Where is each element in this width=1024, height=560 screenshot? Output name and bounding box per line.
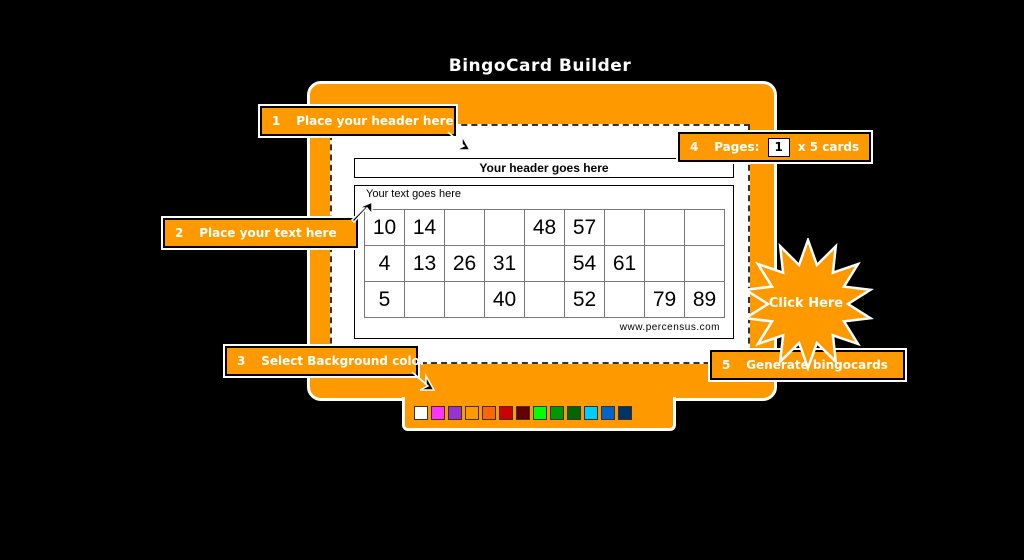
- color-swatch[interactable]: [465, 405, 479, 420]
- step-background-label: 3 Select Background color: [225, 346, 426, 376]
- card-header-field[interactable]: Your header goes here: [354, 158, 734, 178]
- color-swatch[interactable]: [567, 405, 581, 420]
- step-number: 2: [175, 226, 184, 240]
- grid-cell: [604, 281, 645, 318]
- grid-cell: 26: [444, 245, 485, 282]
- grid-cell: 79: [644, 281, 685, 318]
- color-swatch[interactable]: [601, 405, 615, 420]
- grid-cell: 57: [564, 209, 605, 246]
- grid-cell: [644, 209, 685, 246]
- step-text: Place your text here: [199, 226, 337, 240]
- grid-cell: 40: [484, 281, 525, 318]
- grid-cell: 48: [524, 209, 565, 246]
- color-swatch[interactable]: [482, 405, 496, 420]
- color-swatch[interactable]: [414, 405, 428, 420]
- color-swatch[interactable]: [431, 405, 445, 420]
- arrow-down-right-icon: [411, 371, 436, 391]
- color-swatch[interactable]: [618, 405, 632, 420]
- grid-cell: [444, 281, 485, 318]
- grid-cell: [684, 209, 725, 246]
- step-number: 5: [722, 358, 731, 372]
- pages-suffix: x 5 cards: [797, 140, 860, 154]
- grid-cell: [604, 209, 645, 246]
- step-number: 1: [272, 114, 281, 128]
- grid-cell: 13: [404, 245, 445, 282]
- grid-cell: [684, 245, 725, 282]
- grid-cell: 14: [404, 209, 445, 246]
- color-swatch[interactable]: [448, 405, 462, 420]
- grid-cell: [644, 245, 685, 282]
- step-text-label: 2 Place your text here: [163, 218, 358, 248]
- grid-cell: [484, 209, 525, 246]
- grid-cell: 4: [364, 245, 405, 282]
- step-text: Place your header here: [296, 114, 454, 128]
- card-text-field[interactable]: Your text goes here: [366, 188, 461, 200]
- step-number: 4: [690, 140, 699, 154]
- step-header-label: 1 Place your header here: [260, 106, 456, 136]
- grid-cell: 5: [364, 281, 405, 318]
- pages-prefix: Pages:: [714, 140, 760, 154]
- grid-cell: [524, 245, 565, 282]
- website-label: www.percensus.com: [619, 322, 720, 333]
- grid-cell: [444, 209, 485, 246]
- color-swatch[interactable]: [533, 405, 547, 420]
- step-pages-label: 4 Pages: 1 x 5 cards: [678, 132, 871, 162]
- background-color-palette: [402, 397, 676, 431]
- color-swatch[interactable]: [584, 405, 598, 420]
- click-here-button[interactable]: [740, 238, 876, 374]
- step-text: Select Background color: [261, 354, 426, 368]
- color-swatch[interactable]: [550, 405, 564, 420]
- color-swatch[interactable]: [499, 405, 513, 420]
- grid-cell: 31: [484, 245, 525, 282]
- grid-cell: 89: [684, 281, 725, 318]
- arrow-down-right-icon: [447, 131, 472, 151]
- grid-cell: 52: [564, 281, 605, 318]
- step-number: 3: [237, 354, 246, 368]
- app-title: BingoCard Builder: [448, 56, 632, 76]
- color-swatch[interactable]: [516, 405, 530, 420]
- pages-input[interactable]: 1: [767, 138, 790, 157]
- grid-cell: 61: [604, 245, 645, 282]
- grid-cell: [404, 281, 445, 318]
- grid-cell: [524, 281, 565, 318]
- grid-cell: 54: [564, 245, 605, 282]
- arrow-up-right-icon: [350, 200, 373, 224]
